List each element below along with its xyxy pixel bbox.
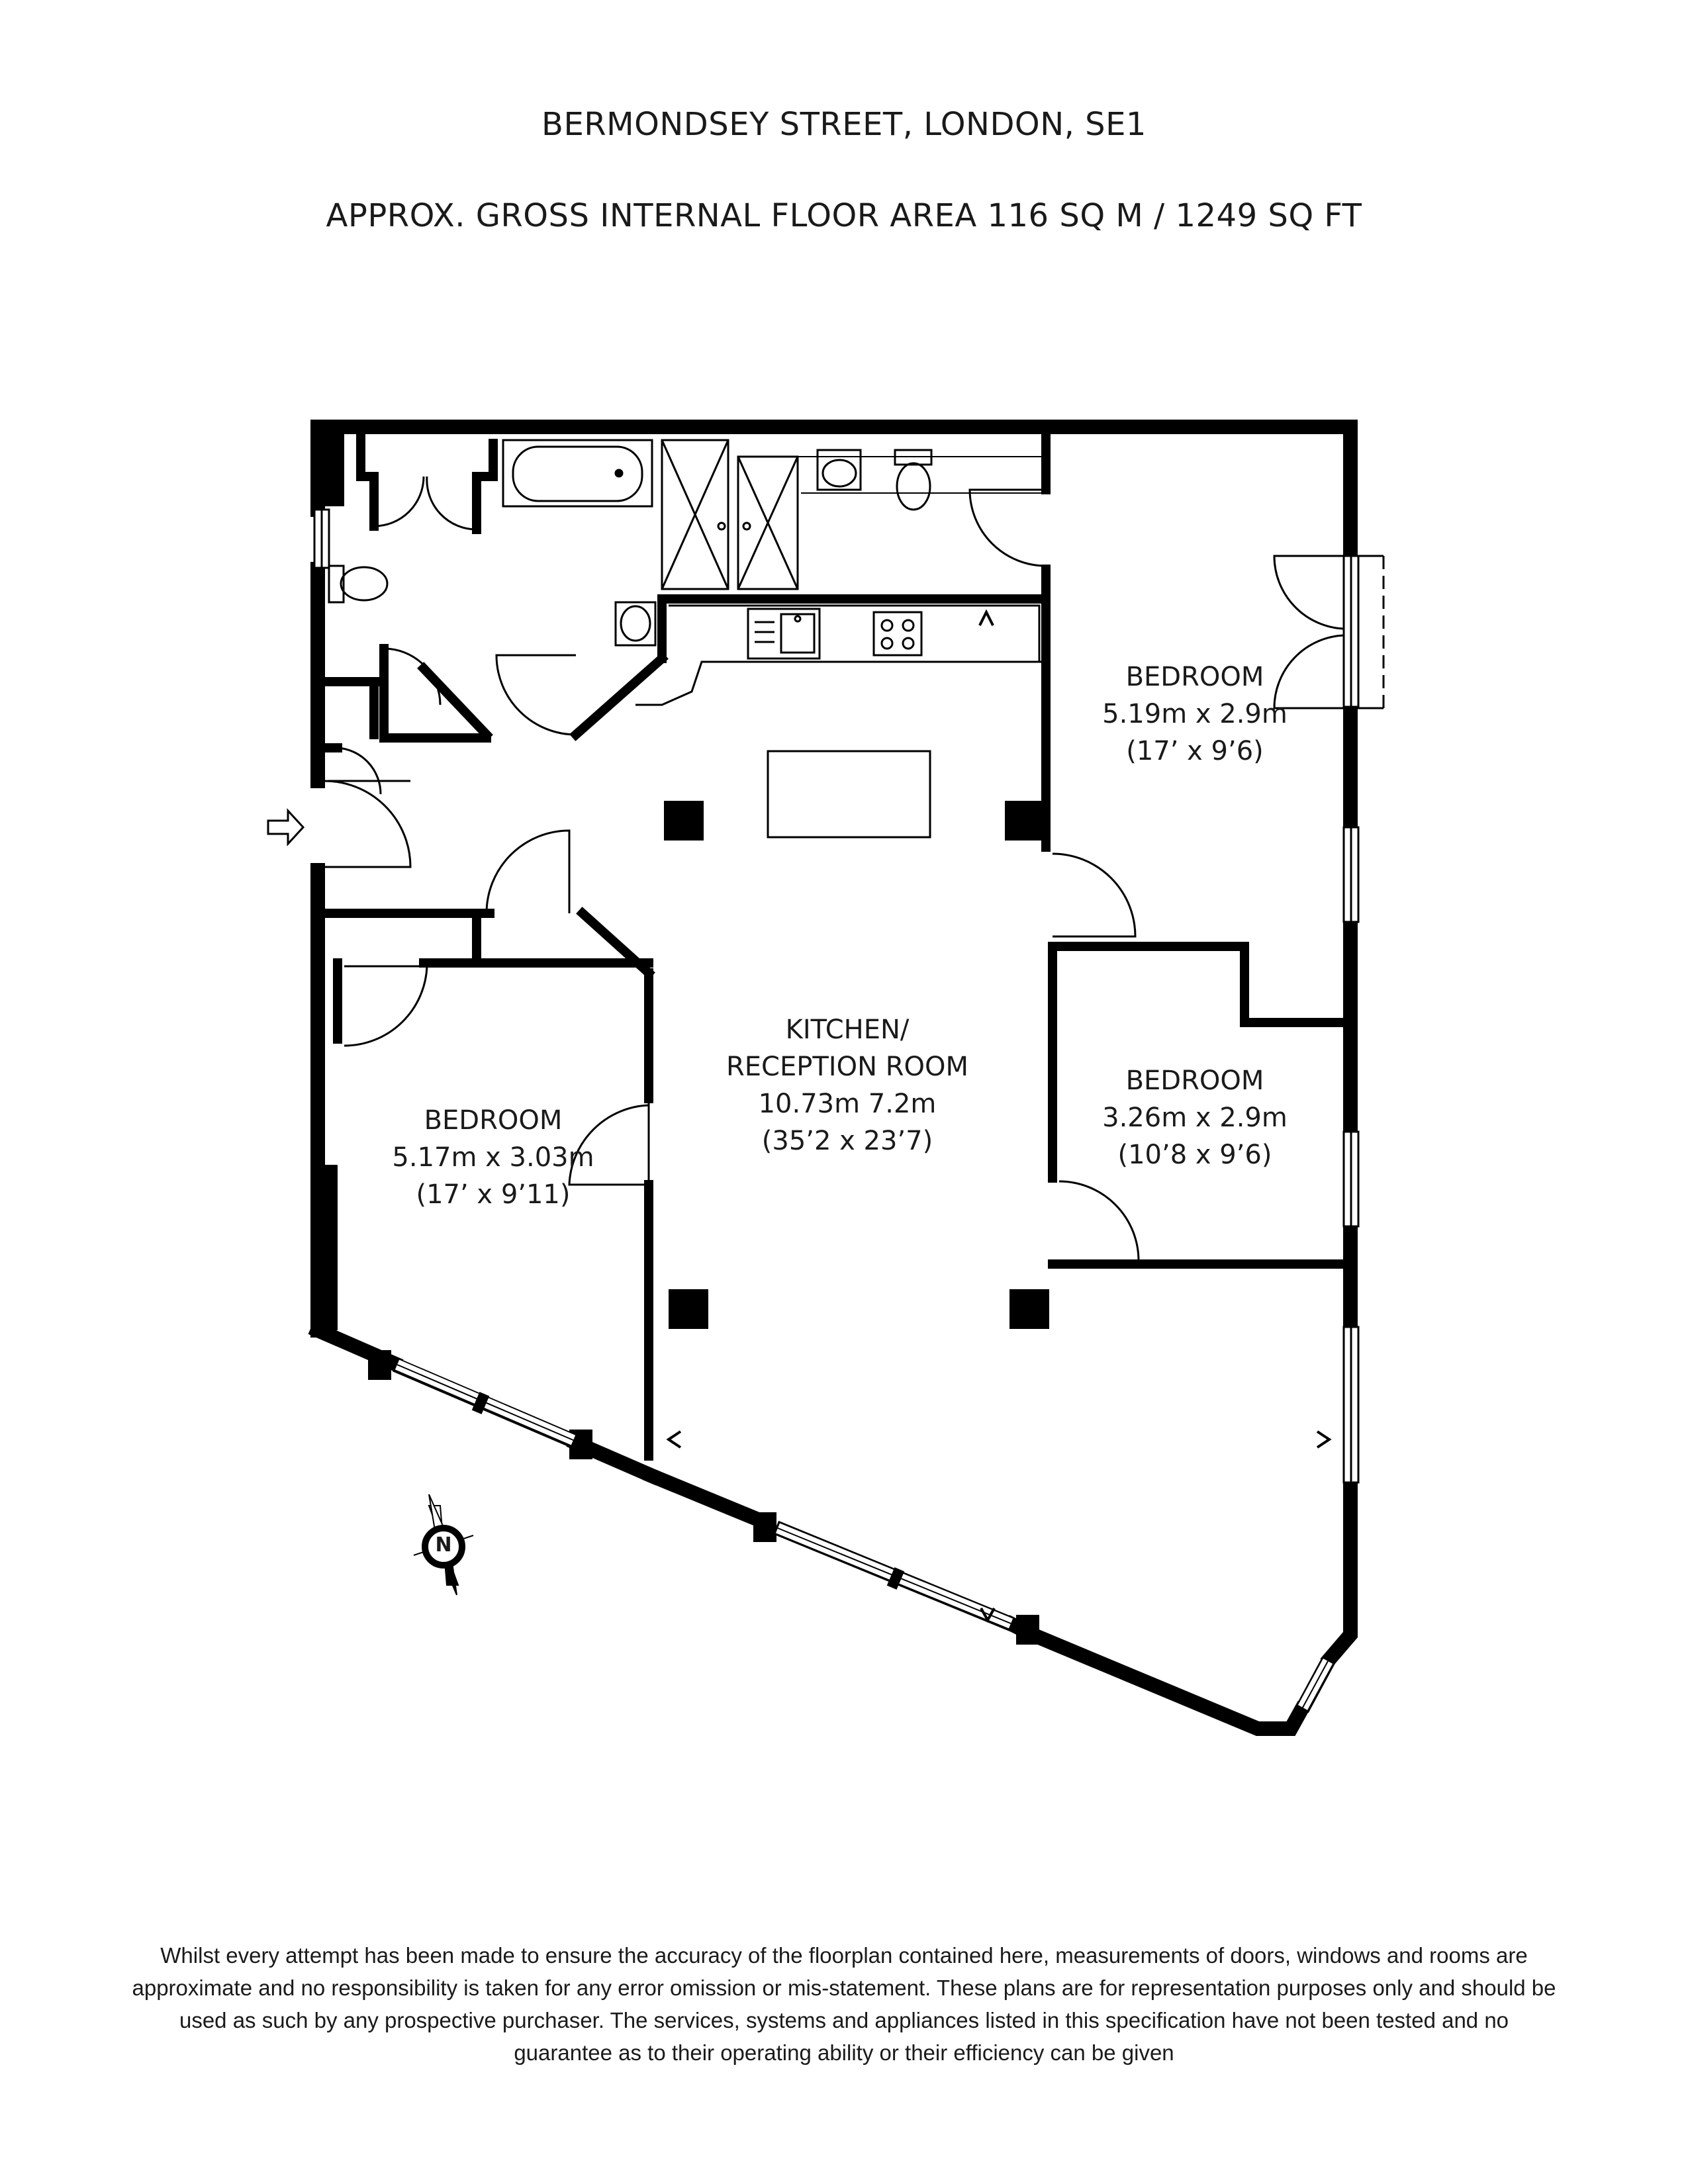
room-dimensions-imperial: (10’8 x 9’6)	[1117, 1140, 1272, 1170]
column	[669, 1289, 708, 1329]
compass-label: N	[435, 1533, 452, 1557]
bath-icon	[502, 439, 653, 508]
entrance-arrow-icon	[267, 808, 305, 846]
basin-icon	[816, 449, 862, 491]
column	[1005, 801, 1045, 841]
disclaimer: Whilst every attempt has been made to en…	[40, 1939, 1648, 2069]
direction-markers	[666, 609, 1332, 1623]
columns	[664, 801, 1049, 1329]
disclaimer-line: guarantee as to their operating ability …	[514, 2040, 1174, 2065]
room-name: BEDROOM	[424, 1105, 563, 1136]
floor-area: APPROX. GROSS INTERNAL FLOOR AREA 116 SQ…	[326, 197, 1362, 234]
shower-icon	[737, 455, 799, 590]
basin-icon	[614, 601, 657, 647]
kitchen-island	[767, 750, 931, 839]
sink-icon	[747, 608, 821, 660]
room-name: KITCHEN/	[785, 1015, 910, 1045]
hob-icon	[872, 611, 923, 657]
compass-icon	[413, 1494, 474, 1596]
room-name: RECEPTION ROOM	[726, 1052, 968, 1082]
room-label-bedroom-mid-right: BEDROOM 3.26m x 2.9m (10’8 x 9’6)	[1072, 1062, 1317, 1173]
doors	[324, 476, 1140, 1262]
room-dimensions-metric: 5.17m x 3.03m	[392, 1142, 594, 1173]
room-dimensions-imperial: (35’2 x 23’7)	[761, 1126, 933, 1156]
room-dimensions-metric: 10.73m 7.2m	[758, 1089, 937, 1119]
internal-walls	[323, 432, 1348, 1461]
room-label-bedroom-left: BEDROOM 5.17m x 3.03m (17’ x 9’11)	[371, 1102, 616, 1213]
room-dimensions-imperial: (17’ x 9’11)	[416, 1179, 571, 1210]
wall-accents	[311, 424, 1039, 1645]
window-mullions	[471, 1392, 905, 1590]
shower-icon	[661, 439, 729, 590]
toilet-icon	[328, 565, 389, 604]
disclaimer-line: approximate and no responsibility is tak…	[132, 1976, 1556, 2000]
disclaimer-line: Whilst every attempt has been made to en…	[160, 1943, 1528, 1968]
room-dimensions-metric: 5.19m x 2.9m	[1102, 699, 1288, 729]
toilet-icon	[894, 449, 933, 511]
kitchen-counter	[635, 604, 1046, 706]
room-dimensions-metric: 3.26m x 2.9m	[1102, 1103, 1288, 1133]
room-name: BEDROOM	[1125, 662, 1264, 692]
property-address: BERMONDSEY STREET, LONDON, SE1	[541, 106, 1147, 143]
room-label-bedroom-top-right: BEDROOM 5.19m x 2.9m (17’ x 9’6)	[1072, 659, 1317, 770]
room-name: BEDROOM	[1125, 1066, 1264, 1096]
column	[664, 801, 704, 841]
french-doors	[1273, 555, 1385, 709]
disclaimer-line: used as such by any prospective purchase…	[179, 2008, 1509, 2032]
room-label-kitchen-reception: KITCHEN/ RECEPTION ROOM 10.73m 7.2m (35’…	[688, 1011, 1006, 1160]
room-dimensions-imperial: (17’ x 9’6)	[1126, 736, 1264, 766]
column	[1009, 1289, 1049, 1329]
